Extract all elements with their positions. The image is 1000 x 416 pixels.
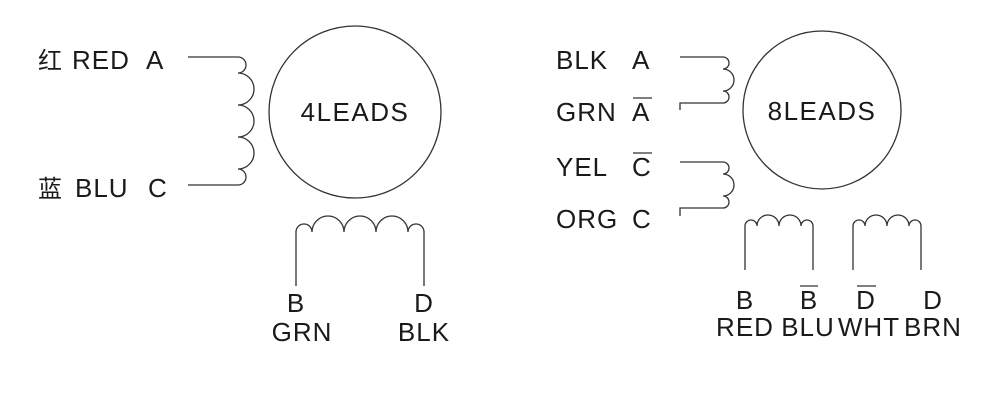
four-lead-center-label: 4LEADS — [301, 97, 410, 127]
eight-lead-wire-6-color: BLU — [781, 312, 835, 342]
four-lead-motor-body — [268, 25, 442, 199]
four-lead-coil-bd — [295, 215, 425, 286]
four-lead-wire-c-color: BLU — [75, 173, 129, 203]
four-lead-wire-c-phase: C — [148, 173, 168, 203]
eight-lead-coil-b — [744, 214, 814, 270]
four-lead-wire-b-phase: B — [287, 288, 305, 318]
eight-lead-wire-2-color: GRN — [556, 97, 617, 127]
four-lead-wire-b-color: GRN — [272, 317, 333, 347]
eight-lead-wire-8-color: BRN — [904, 312, 962, 342]
eight-lead-wire-4-phase: C — [632, 204, 652, 234]
eight-lead-motor-body — [742, 30, 902, 190]
four-lead-wire-d-phase: D — [414, 288, 434, 318]
eight-lead-wire-5-color: RED — [716, 312, 774, 342]
four-lead-coil-ac — [188, 56, 255, 186]
eight-lead-wire-6-phase: B — [800, 285, 818, 315]
eight-lead-wire-1-color: BLK — [556, 45, 608, 75]
eight-lead-wire-3-phase: C — [632, 152, 652, 182]
four-lead-wire-a-cn: 红 — [38, 47, 62, 75]
eight-lead-center-label: 8LEADS — [768, 96, 877, 126]
eight-lead-wire-2-phase: A — [632, 97, 650, 127]
eight-lead-wire-4-color: ORG — [556, 204, 618, 234]
eight-lead-wire-7-phase: D — [856, 285, 876, 315]
eight-lead-coil-c — [679, 161, 735, 216]
eight-lead-coil-d — [852, 214, 922, 270]
four-lead-wire-a-phase: A — [146, 45, 164, 75]
four-lead-wire-c-cn: 蓝 — [38, 175, 62, 203]
eight-lead-wire-3-color: YEL — [556, 152, 608, 182]
four-lead-wire-d-color: BLK — [398, 317, 450, 347]
eight-lead-wire-5-phase: B — [736, 285, 754, 315]
four-lead-motor: 4LEADS 红 RED A 蓝 BLU C B GRN D BLK — [38, 25, 450, 347]
four-lead-wire-a-color: RED — [72, 45, 130, 75]
eight-lead-wire-8-phase: D — [923, 285, 943, 315]
eight-lead-motor: 8LEADS BLK A GRN A YEL C ORG C B RED B B… — [556, 30, 962, 342]
eight-lead-coil-a — [679, 56, 735, 110]
eight-lead-wire-1-phase: A — [632, 45, 650, 75]
eight-lead-wire-7-color: WHT — [838, 312, 900, 342]
